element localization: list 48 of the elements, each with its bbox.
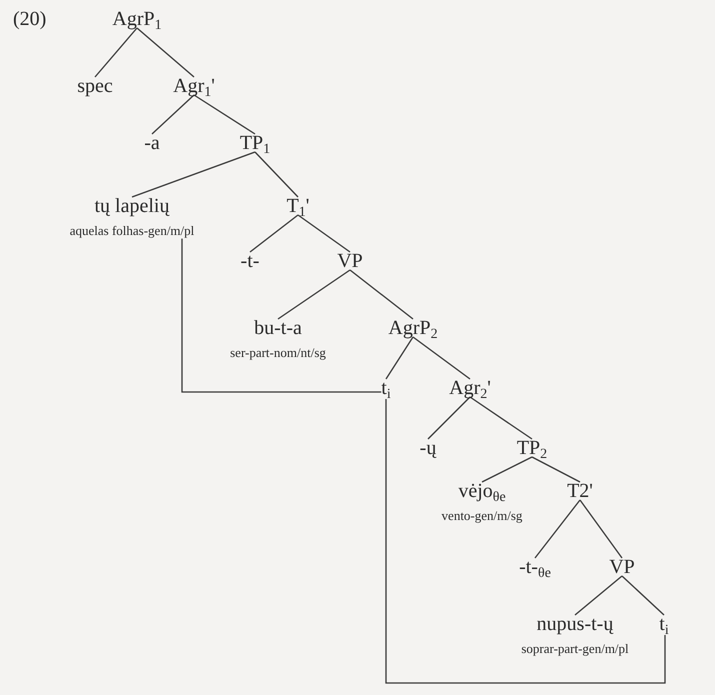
node-label: t$_{i}$ (659, 613, 669, 635)
tree-branch (534, 500, 581, 558)
node-label: t$_{i}$ (381, 377, 391, 399)
node-label: tų lapelių (94, 195, 170, 217)
tree-branch (152, 94, 194, 134)
node-label: Agr$_{1}$' (173, 75, 215, 97)
node-label: nupus-t-ų (536, 613, 614, 635)
tree-branch (136, 28, 194, 78)
tree-branch (532, 456, 580, 483)
tree-branch (574, 576, 622, 616)
tree-branch (254, 152, 298, 198)
tree-branch (428, 396, 470, 440)
node-label: -ų (420, 437, 436, 459)
tree-branch (470, 396, 532, 440)
node-label: spec (77, 75, 113, 97)
tree-branch (278, 269, 350, 320)
node-label: VP (609, 556, 635, 578)
tree-branch (622, 576, 664, 616)
node-label: VP (337, 250, 363, 272)
gloss-text: vento-gen/m/sg (442, 508, 522, 524)
tree-branch (482, 456, 532, 483)
movement-line (385, 399, 666, 684)
node-label: AgrP$_{1}$ (112, 8, 162, 30)
node-label: AgrP$_{2}$ (388, 317, 438, 339)
movement-line (181, 238, 382, 393)
node-label: vėjo$_{θe}$ (458, 480, 506, 502)
example-number: (20) (13, 8, 46, 30)
tree-branch (298, 214, 350, 253)
node-label: T2' (567, 480, 593, 502)
node-label: T$_{1}$' (286, 195, 310, 217)
gloss-text: ser-part-nom/nt/sg (230, 345, 326, 361)
node-label: Agr$_{2}$' (449, 377, 491, 399)
tree-branch (194, 94, 256, 135)
node-label: -t- (240, 250, 260, 272)
node-label: -a (144, 132, 160, 154)
gloss-text: soprar-part-gen/m/pl (521, 641, 629, 657)
node-label: TP$_{2}$ (516, 437, 548, 459)
node-label: TP$_{1}$ (240, 132, 270, 154)
tree-branch (94, 28, 138, 78)
tree-branch (350, 269, 414, 320)
gloss-text: aquelas folhas-gen/m/pl (70, 223, 194, 239)
tree-branch (412, 336, 470, 380)
tree-branch (385, 336, 414, 380)
node-label: bu-t-a (254, 317, 302, 339)
tree-branch (250, 214, 298, 253)
node-label: -t-$_{θe}$ (519, 556, 551, 578)
tree-branch (132, 151, 256, 198)
tree-branch (579, 500, 623, 558)
